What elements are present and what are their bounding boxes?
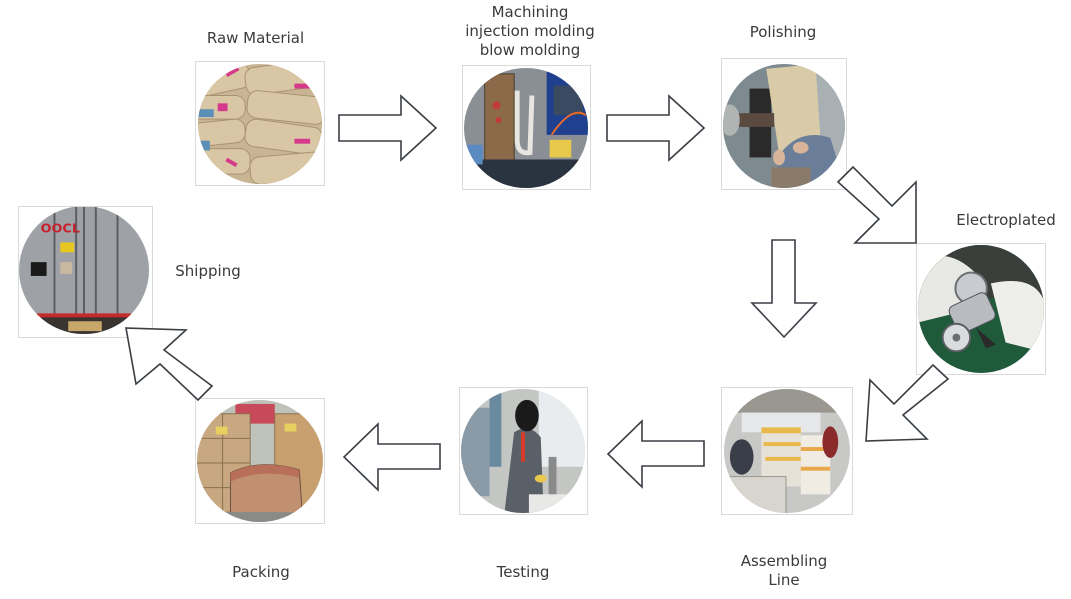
arrow-right-icon — [606, 94, 706, 162]
arrow-down-left-electroplated-to-assembling — [865, 363, 950, 442]
cartons-pallet-photo — [197, 399, 323, 523]
step-label-machining: Machining injection molding blow molding — [455, 3, 605, 60]
polishing-wheel-photo — [722, 63, 846, 188]
stacked-sacks-photo — [198, 63, 322, 185]
step-label-polishing: Polishing — [749, 23, 817, 41]
arrow-down-left-icon — [865, 363, 950, 442]
step-label-line: Line — [768, 571, 800, 589]
step-label-testing: Testing — [496, 563, 550, 581]
arrow-down-right-polishing-to-electroplated — [836, 165, 917, 244]
photo-electroplated — [916, 243, 1046, 375]
arrow-up-left-icon — [125, 327, 214, 402]
arrow-right-raw-to-machining — [338, 94, 438, 162]
step-label-line: injection molding — [465, 22, 595, 40]
step-label-packing: Packing — [232, 563, 290, 581]
molding-machine-photo — [464, 67, 588, 189]
assembly-workshop-photo — [724, 388, 850, 514]
arrow-down-polishing-to-assembling — [750, 239, 818, 339]
chrome-lock-photo — [917, 245, 1045, 373]
step-label-line: blow molding — [479, 41, 581, 59]
arrow-up-left-packing-to-shipping — [125, 327, 214, 402]
step-label-shipping: Shipping — [175, 262, 241, 280]
photo-packing — [195, 398, 325, 524]
arrow-right-icon — [338, 94, 438, 162]
arrow-down-icon — [750, 239, 818, 339]
photo-testing — [459, 387, 588, 515]
photo-shipping: OOCL — [18, 206, 153, 338]
photo-assembling-line — [721, 387, 853, 515]
lab-worker-photo — [460, 388, 586, 514]
arrow-left-testing-to-packing — [342, 422, 441, 492]
step-label-assembling-line: Assembling Line — [730, 552, 838, 590]
arrow-down-right-icon — [836, 165, 917, 244]
step-label-electroplated: Electroplated — [956, 211, 1056, 229]
arrow-right-machining-to-polishing — [606, 94, 706, 162]
photo-polishing — [721, 58, 847, 190]
step-label-raw-material: Raw Material — [206, 29, 305, 47]
photo-raw-material — [195, 61, 325, 186]
step-label-line: Assembling — [740, 552, 828, 570]
arrow-left-icon — [342, 422, 441, 492]
shipping-container-photo: OOCL — [19, 207, 150, 335]
svg-text:OOCL: OOCL — [41, 222, 80, 237]
step-label-line: Machining — [491, 3, 569, 21]
arrow-left-assembling-to-testing — [606, 419, 705, 489]
arrow-left-icon — [606, 419, 705, 489]
photo-machining — [462, 65, 591, 190]
